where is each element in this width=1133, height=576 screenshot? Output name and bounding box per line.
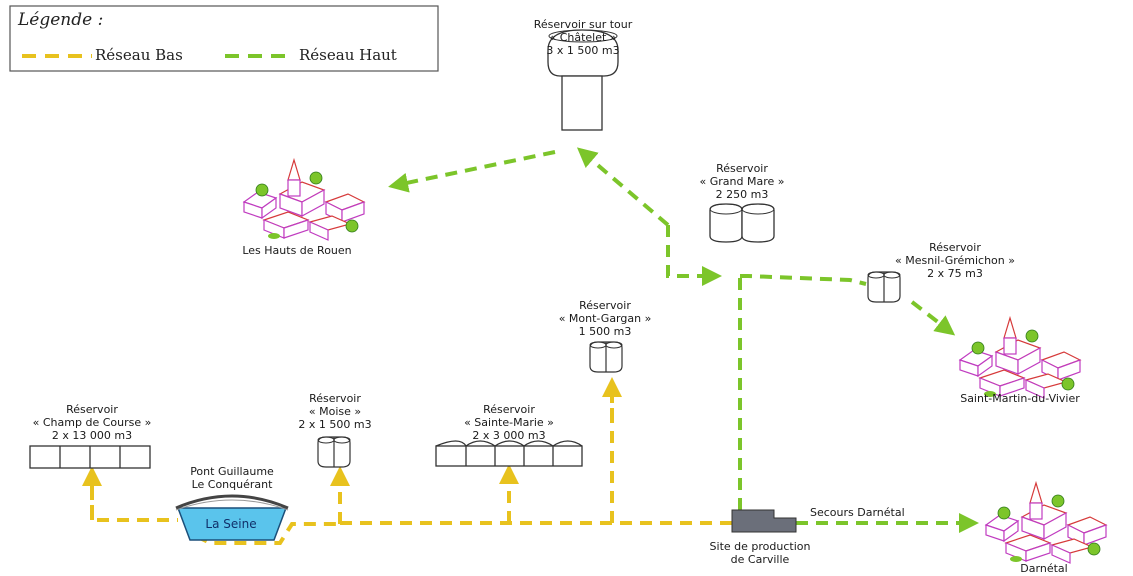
label-moise-l3: 2 x 1 500 m3 xyxy=(298,418,372,431)
label-secours: Secours Darnétal xyxy=(810,506,905,519)
label-mesnil-l2: « Mesnil-Grémichon » xyxy=(895,254,1015,267)
label-carville-l1: Site de production xyxy=(709,540,811,553)
label-pont-l1: Pont Guillaume xyxy=(190,465,274,478)
carville-plant xyxy=(731,509,797,533)
label-grand-mare-l3: 2 250 m3 xyxy=(715,188,769,201)
legend-low-label: Réseau Bas xyxy=(95,46,183,64)
label-sainte-marie-l3: 2 x 3 000 m3 xyxy=(472,429,546,442)
label-mont-gargan-l1: Réservoir xyxy=(579,299,631,312)
legend-high-label: Réseau Haut xyxy=(299,46,397,64)
label-mesnil: Réservoir « Mesnil-Grémichon » 2 x 75 m3 xyxy=(895,241,1015,280)
town-darnetal xyxy=(985,482,1107,564)
label-grand-mare-l1: Réservoir xyxy=(716,162,768,175)
label-hauts-de-rouen: Les Hauts de Rouen xyxy=(242,244,352,257)
label-darnetal: Darnétal xyxy=(1020,562,1068,575)
mont-gargan-tanks xyxy=(589,341,623,373)
label-chatelet-l2: « Châtelet » xyxy=(549,31,617,44)
legend-box xyxy=(9,5,439,72)
label-grand-mare: Réservoir « Grand Mare » 2 250 m3 xyxy=(700,162,785,201)
label-champ-l2: « Champ de Course » xyxy=(32,416,152,429)
sainte-marie-tanks xyxy=(435,440,583,467)
label-chatelet: Réservoir sur tour « Châtelet » 3 x 1 50… xyxy=(534,18,633,57)
label-champ-l1: Réservoir xyxy=(66,403,118,416)
moise-tanks xyxy=(317,436,351,468)
high-network xyxy=(388,147,979,533)
label-mont-gargan-l3: 1 500 m3 xyxy=(578,325,632,338)
label-saint-martin: Saint-Martin-du-Vivier xyxy=(960,392,1080,405)
town-hauts-de-rouen xyxy=(243,159,365,241)
chatelet-tower xyxy=(547,29,619,131)
legend-title: Légende : xyxy=(18,10,104,30)
label-mont-gargan: Réservoir « Mont-Gargan » 1 500 m3 xyxy=(559,299,652,338)
label-seine: La Seine xyxy=(205,517,257,531)
label-carville-l2: de Carville xyxy=(730,553,790,566)
label-moise-l2: « Moise » xyxy=(308,405,362,418)
town-saint-martin xyxy=(959,317,1081,399)
label-champ-de-course: Réservoir « Champ de Course » 2 x 13 000… xyxy=(33,403,152,442)
label-sainte-marie: Réservoir « Sainte-Marie » 2 x 3 000 m3 xyxy=(464,403,554,442)
label-pont-l2: Le Conquérant xyxy=(191,478,273,491)
grand-mare-tanks xyxy=(709,203,775,243)
label-mont-gargan-l2: « Mont-Gargan » xyxy=(558,312,652,325)
seine-bridge xyxy=(175,494,289,541)
label-moise: Réservoir « Moise » 2 x 1 500 m3 xyxy=(298,392,371,431)
label-sainte-marie-l1: Réservoir xyxy=(483,403,535,416)
label-grand-mare-l2: « Grand Mare » xyxy=(699,175,785,188)
label-mesnil-l1: Réservoir xyxy=(929,241,981,254)
label-carville: Site de production de Carville xyxy=(710,540,811,566)
label-pont: Pont Guillaume Le Conquérant xyxy=(190,465,274,491)
label-champ-l3: 2 x 13 000 m3 xyxy=(51,429,133,442)
champ-de-course-tanks xyxy=(29,445,151,469)
label-moise-l1: Réservoir xyxy=(309,392,361,405)
label-chatelet-l1: Réservoir sur tour xyxy=(533,18,633,31)
label-mesnil-l3: 2 x 75 m3 xyxy=(927,267,983,280)
label-chatelet-l3: 3 x 1 500 m3 xyxy=(546,44,620,57)
label-sainte-marie-l2: « Sainte-Marie » xyxy=(464,416,554,429)
